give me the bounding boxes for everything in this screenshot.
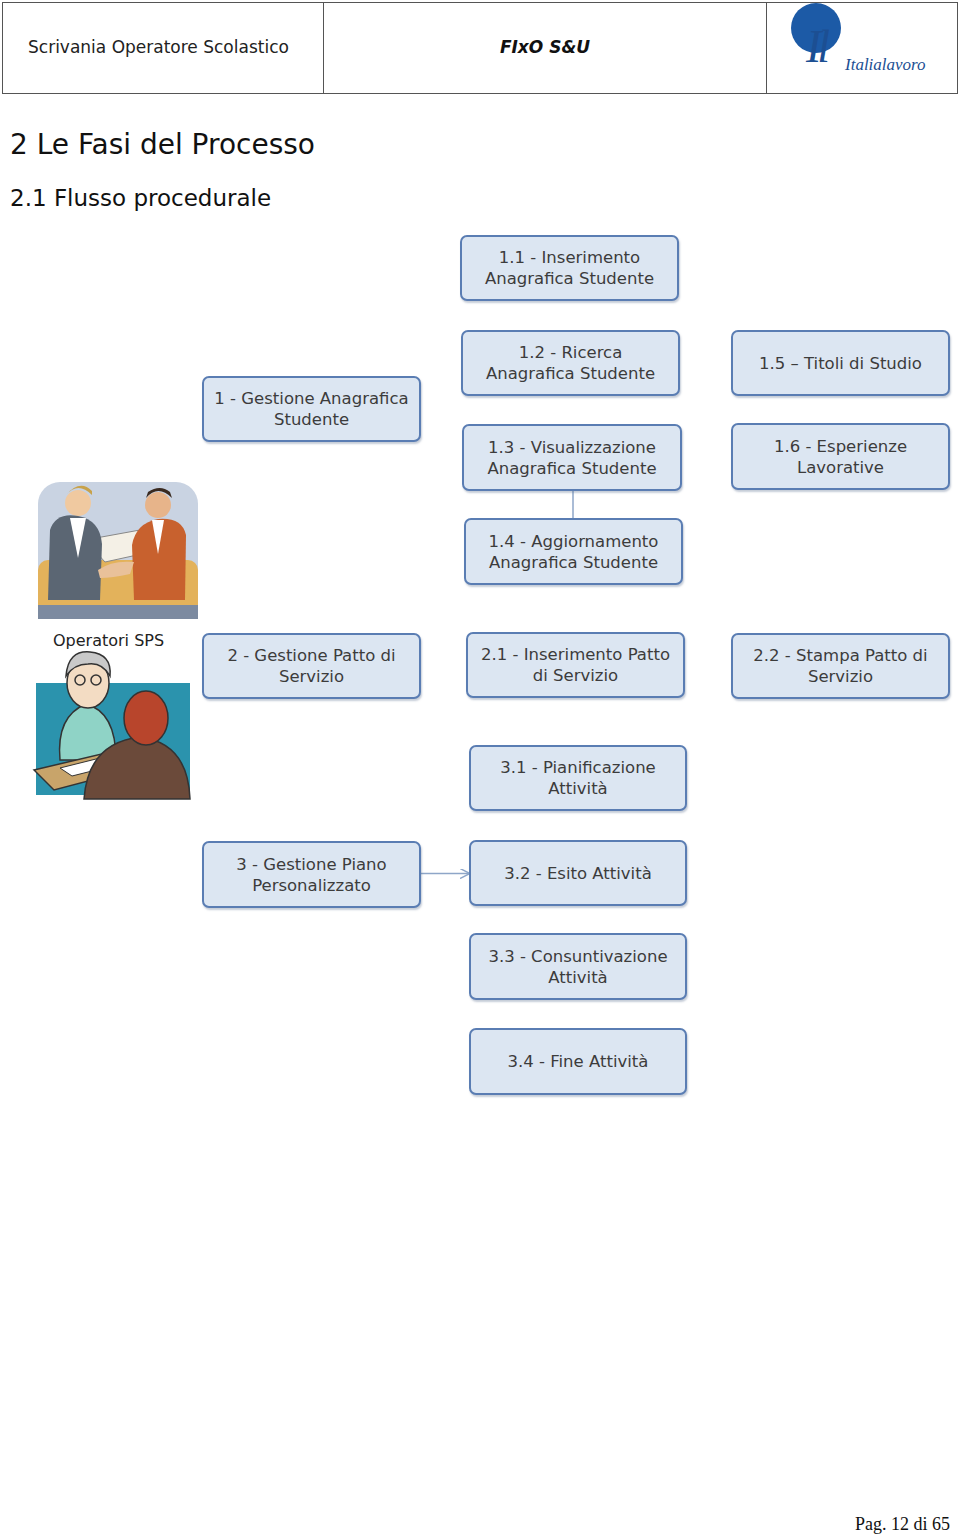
- box-texts: 3.3 - Consuntivazione Attività: [481, 946, 675, 988]
- header-divider: [323, 3, 324, 94]
- box-label: 1.5 – Titoli di Studio: [759, 353, 922, 374]
- box-texts: 3 - Gestione Piano Personalizzato: [214, 854, 409, 896]
- process-box: 2.1 - Inserimento Patto di Servizio: [466, 632, 685, 698]
- header-divider: [766, 3, 767, 94]
- process-box: 1.5 – Titoli di Studio: [731, 330, 950, 396]
- box-label: 1.6 - Esperienze Lavorative: [743, 436, 938, 478]
- box-texts: 1.5 – Titoli di Studio: [759, 353, 922, 374]
- box-label: 2 - Gestione Patto di Servizio: [214, 645, 409, 687]
- box-label: 3.2 - Esito Attività: [504, 863, 652, 884]
- process-box: 2.2 - Stampa Patto di Servizio: [731, 633, 950, 699]
- box-texts: 1.4 - Aggiornamento Anagrafica Studente: [476, 531, 671, 573]
- header-frame: [3, 3, 958, 94]
- box-texts: 1.6 - Esperienze Lavorative: [743, 436, 938, 478]
- process-box: 1.3 - Visualizzazione Anagrafica Student…: [462, 424, 682, 491]
- process-box: 2 - Gestione Patto di Servizio: [202, 633, 421, 699]
- header-text: FIxO S&U: [500, 37, 590, 57]
- process-box: 3 - Gestione Piano Personalizzato: [202, 841, 421, 908]
- logo-text: Italialavoro: [845, 55, 926, 75]
- connector: [421, 873, 469, 875]
- page-number: Pag. 12 di 65: [855, 1514, 950, 1535]
- page-title: 2 Le Fasi del Processo: [10, 128, 315, 161]
- process-box: 1.1 - Inserimento Anagrafica Studente: [460, 235, 679, 301]
- box-label: 2.2 - Stampa Patto di Servizio: [743, 645, 938, 687]
- logo-mark: Il: [806, 22, 826, 72]
- connector: [572, 491, 574, 518]
- operator-illustration: [34, 652, 190, 799]
- process-box: 3.2 - Esito Attività: [469, 840, 687, 906]
- box-texts: 1.2 - Ricerca Anagrafica Studente: [473, 342, 668, 384]
- box-texts: 2.1 - Inserimento Patto di Servizio: [478, 644, 673, 686]
- box-texts: 3.2 - Esito Attività: [504, 863, 652, 884]
- illustration-caption: Operatori SPS: [53, 631, 164, 650]
- process-box: 1.6 - Esperienze Lavorative: [731, 423, 950, 490]
- box-texts: 3.4 - Fine Attività: [508, 1051, 649, 1072]
- process-box: 3.4 - Fine Attività: [469, 1028, 687, 1095]
- box-label: 1.1 - Inserimento Anagrafica Studente: [472, 247, 667, 289]
- process-box: 3.3 - Consuntivazione Attività: [469, 933, 687, 1000]
- box-label: 2.1 - Inserimento Patto di Servizio: [478, 644, 673, 686]
- box-label: 1.2 - Ricerca Anagrafica Studente: [473, 342, 668, 384]
- box-texts: 3.1 - Pianificazione Attività: [481, 757, 675, 799]
- section-heading: 2.1 Flusso procedurale: [10, 185, 271, 211]
- handshake-illustration: [38, 482, 198, 619]
- box-texts: 2 - Gestione Patto di Servizio: [214, 645, 409, 687]
- header-text: Scrivania Operatore Scolastico: [28, 37, 289, 57]
- box-label: 1.3 - Visualizzazione Anagrafica Student…: [474, 437, 670, 479]
- box-texts: 1.3 - Visualizzazione Anagrafica Student…: [474, 437, 670, 479]
- process-box: 1 - Gestione Anagrafica Studente: [202, 376, 421, 442]
- box-texts: 1 - Gestione Anagrafica Studente: [214, 388, 409, 430]
- box-label: 3.3 - Consuntivazione Attività: [481, 946, 675, 988]
- box-texts: 2.2 - Stampa Patto di Servizio: [743, 645, 938, 687]
- box-label: 1.4 - Aggiornamento Anagrafica Studente: [476, 531, 671, 573]
- box-label: 3.1 - Pianificazione Attività: [481, 757, 675, 799]
- process-box: 1.4 - Aggiornamento Anagrafica Studente: [464, 518, 683, 585]
- process-box: 3.1 - Pianificazione Attività: [469, 745, 687, 811]
- box-label: 3 - Gestione Piano Personalizzato: [214, 854, 409, 896]
- box-label: 1 - Gestione Anagrafica Studente: [214, 388, 409, 430]
- box-texts: 1.1 - Inserimento Anagrafica Studente: [472, 247, 667, 289]
- process-box: 1.2 - Ricerca Anagrafica Studente: [461, 330, 680, 396]
- box-label: 3.4 - Fine Attività: [508, 1051, 649, 1072]
